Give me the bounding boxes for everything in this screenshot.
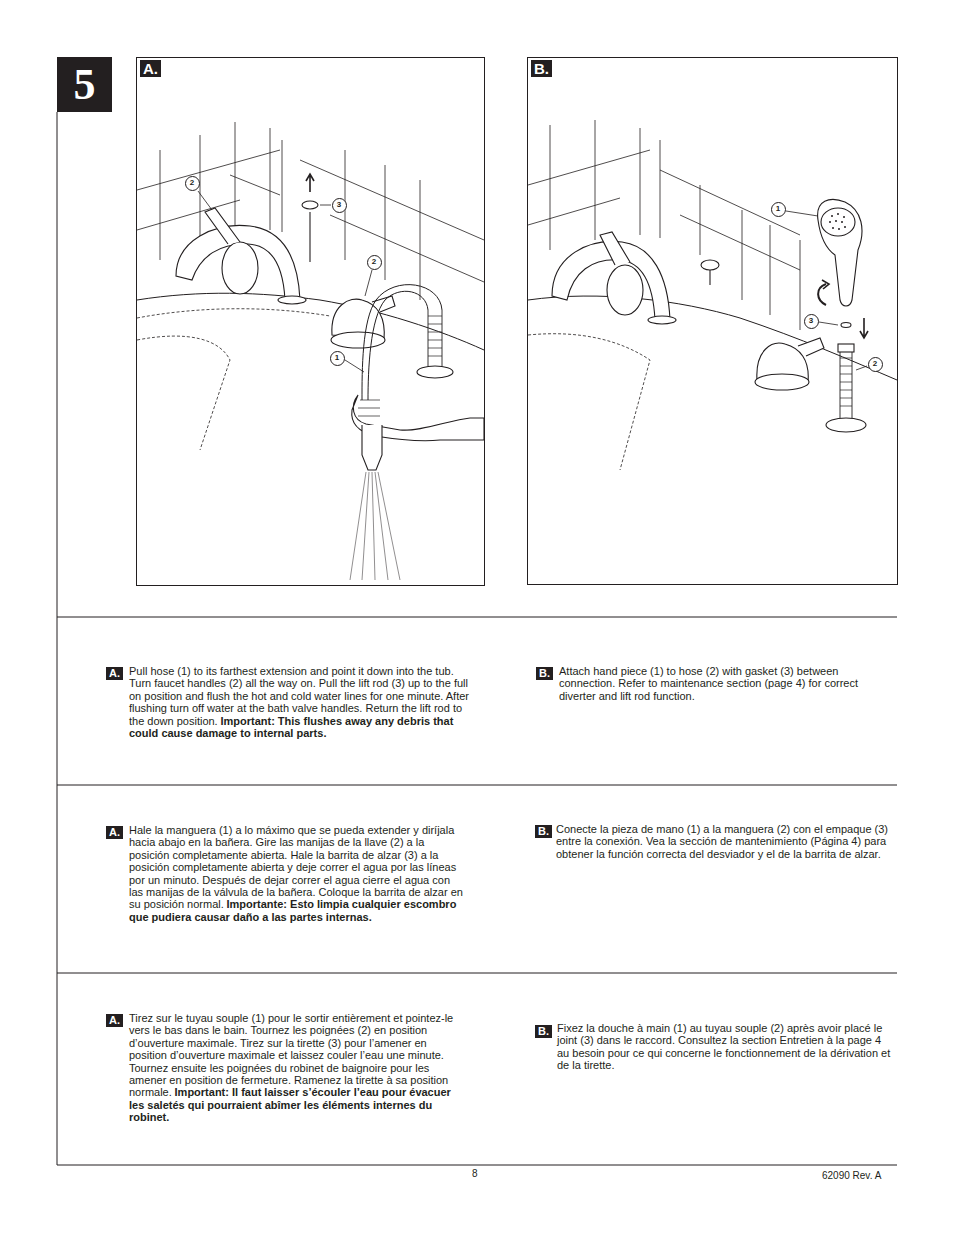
callout-text: 2 xyxy=(190,179,194,187)
section-letter: A. xyxy=(109,667,120,679)
instruction-paragraph: Fixez la douche à main (1) au tuyau soup… xyxy=(557,1022,893,1072)
callout-number: 2 xyxy=(367,255,382,270)
step-number: 5 xyxy=(74,59,96,110)
instruction-paragraph: Hale la manguera (1) a lo máximo que se … xyxy=(129,824,464,923)
page-rules xyxy=(57,112,897,1165)
instruction-paragraph: Tirez sur le tuyau souple (1) pour le so… xyxy=(129,1012,464,1124)
document-number: 62090 Rev. A xyxy=(822,1170,881,1181)
instruction-paragraph: Attach hand piece (1) to hose (2) with g… xyxy=(559,665,894,702)
callout-text: 2 xyxy=(372,258,376,266)
callout-text: 2 xyxy=(873,360,877,368)
callout-number: 3 xyxy=(804,314,819,329)
important-note: Important: Il faut laisser s’écouler l’e… xyxy=(129,1086,451,1123)
instruction-paragraph: Pull hose (1) to its farthest extension … xyxy=(129,665,474,739)
section-letter-tag: B. xyxy=(535,825,552,838)
callout-text: 1 xyxy=(335,354,339,362)
panel-letter: A. xyxy=(140,60,161,77)
section-letter-tag: A. xyxy=(106,1014,123,1027)
section-letter-tag: A. xyxy=(106,826,123,839)
page-number: 8 xyxy=(472,1168,478,1179)
step-number-box: 5 xyxy=(57,57,112,112)
section-letter: A. xyxy=(109,1014,120,1026)
instruction-paragraph: Conecte la pieza de mano (1) a la mangue… xyxy=(556,823,894,860)
callout-text: 3 xyxy=(337,201,341,209)
instruction-text: Conecte la pieza de mano (1) a la mangue… xyxy=(556,823,888,860)
instruction-text: Tirez sur le tuyau souple (1) pour le so… xyxy=(129,1012,453,1098)
callout-number: 2 xyxy=(868,357,883,372)
instruction-text: Fixez la douche à main (1) au tuyau soup… xyxy=(557,1022,890,1071)
instruction-text: Hale la manguera (1) a lo máximo que se … xyxy=(129,824,463,910)
figure-panel: A. 2 3 2 1 xyxy=(136,57,485,586)
callout-number: 1 xyxy=(330,351,345,366)
handpiece-attach-illustration xyxy=(528,120,897,470)
section-letter: A. xyxy=(109,826,120,838)
section-letter-tag: B. xyxy=(535,1025,552,1038)
panel-letter: B. xyxy=(531,60,552,77)
instruction-text: Attach hand piece (1) to hose (2) with g… xyxy=(559,665,858,702)
callout-number: 2 xyxy=(185,176,200,191)
callout-number: 3 xyxy=(332,198,347,213)
figure-panel: B. 1 3 2 xyxy=(527,57,898,585)
section-letter: B. xyxy=(538,1025,549,1037)
callout-text: 3 xyxy=(809,317,813,325)
callout-text: 1 xyxy=(776,205,780,213)
section-letter-tag: A. xyxy=(106,667,123,680)
section-letter-tag: B. xyxy=(536,667,553,680)
faucet-flush-illustration xyxy=(137,122,484,580)
section-letter: B. xyxy=(539,667,550,679)
callout-number: 1 xyxy=(771,202,786,217)
section-letter: B. xyxy=(538,825,549,837)
